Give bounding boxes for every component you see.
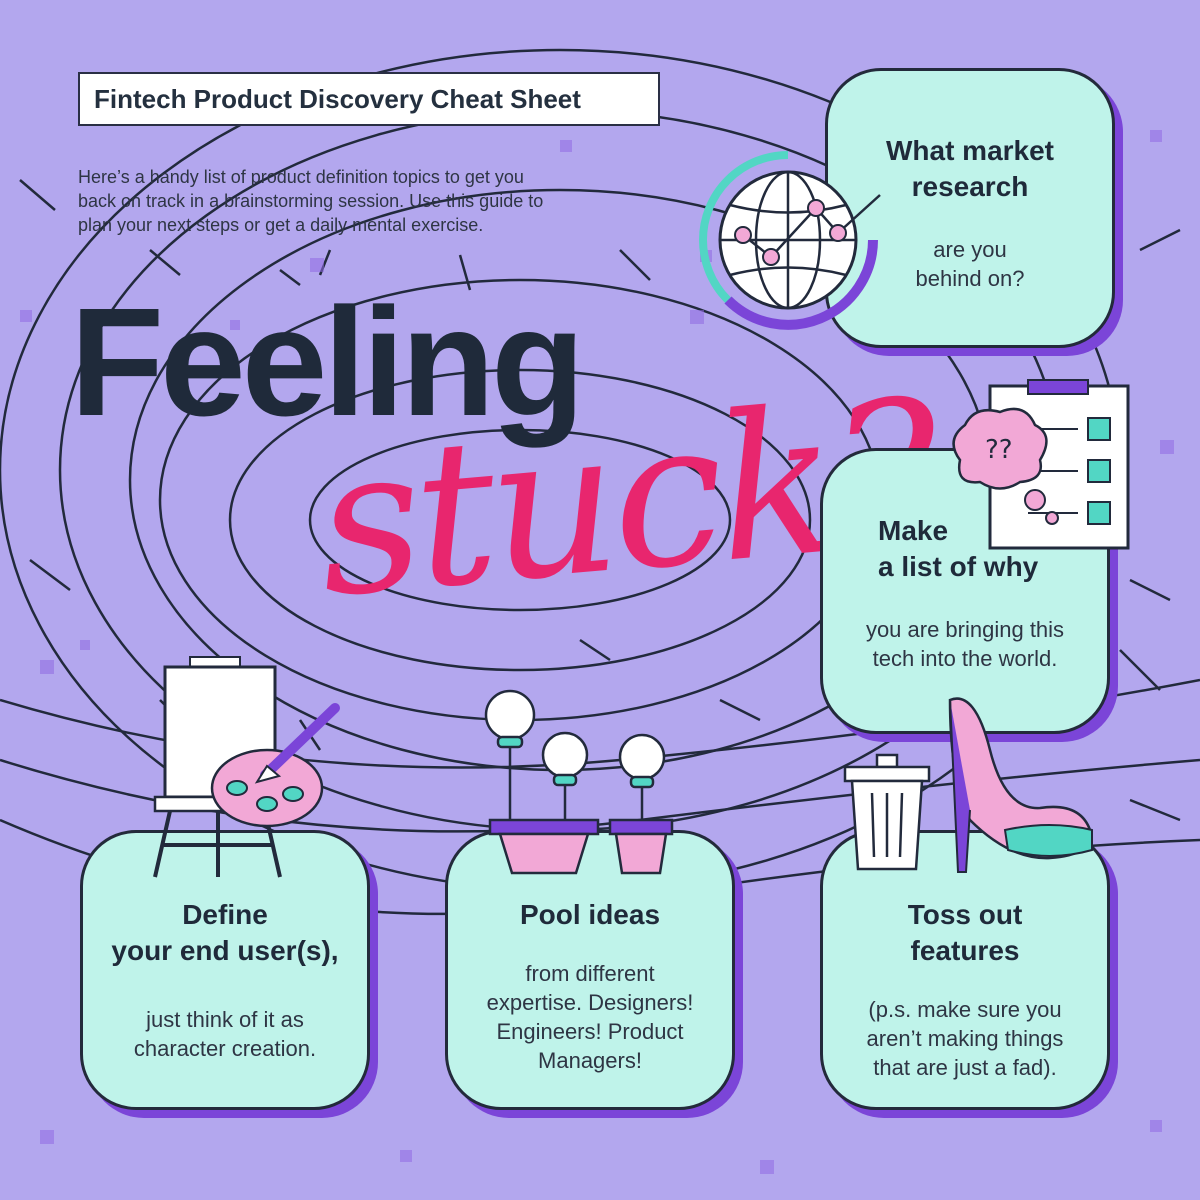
card-body: (p.s. make sure you — [868, 997, 1062, 1022]
intro-text: Here’s a handy list of product definitio… — [78, 165, 638, 237]
card-title: Toss out — [907, 899, 1023, 930]
card-title: features — [910, 935, 1020, 966]
card-title: Make — [878, 515, 949, 546]
card-list-of-why: Make a list of why you are bringing this… — [820, 448, 1110, 734]
card-body: behind on? — [915, 266, 1025, 291]
card-title: research — [911, 171, 1029, 202]
high-heel-icon — [948, 697, 1093, 873]
card-body: character creation. — [133, 1036, 317, 1061]
card-title: Pool ideas — [519, 899, 661, 930]
card-body: that are just a fad). — [873, 1055, 1057, 1080]
headline-feeling: Feeling — [70, 276, 585, 448]
card-define-users: Define your end user(s), just think of i… — [80, 830, 370, 1110]
globe-chart-icon — [699, 151, 881, 330]
card-body: aren’t making things — [866, 1026, 1064, 1051]
card-title: What market — [885, 135, 1055, 166]
card-body: Engineers! Product — [496, 1019, 684, 1044]
card-body: expertise. Designers! — [486, 990, 694, 1015]
card-title: a list of why — [878, 551, 1039, 582]
card-title: Define — [182, 899, 268, 930]
card-body: tech into the world. — [872, 646, 1058, 671]
lightbulb-plant-icon — [484, 689, 674, 875]
card-body: just think of it as — [146, 1007, 304, 1032]
card-title: your end user(s), — [111, 935, 339, 966]
trash-can-icon — [843, 753, 931, 871]
card-pool-ideas: Pool ideas from different expertise. Des… — [445, 830, 735, 1110]
card-body: from different — [525, 961, 655, 986]
page-title: Fintech Product Discovery Cheat Sheet — [78, 72, 660, 126]
card-toss-features: Toss out features (p.s. make sure you ar… — [820, 830, 1110, 1110]
palette-icon — [210, 703, 340, 828]
intro-line: Here’s a handy list of product definitio… — [78, 167, 524, 187]
card-body: you are bringing this — [865, 617, 1065, 642]
card-body: Managers! — [538, 1048, 642, 1073]
card-body: are you — [933, 237, 1007, 262]
intro-line: plan your next steps or get a daily ment… — [78, 215, 484, 235]
thought-cloud-icon: ?? — [952, 407, 1059, 525]
intro-line: back on track in a brainstorming session… — [78, 191, 544, 211]
svg-text:??: ?? — [985, 435, 1013, 465]
card-market-research: What market research are you behind on? — [825, 68, 1115, 348]
